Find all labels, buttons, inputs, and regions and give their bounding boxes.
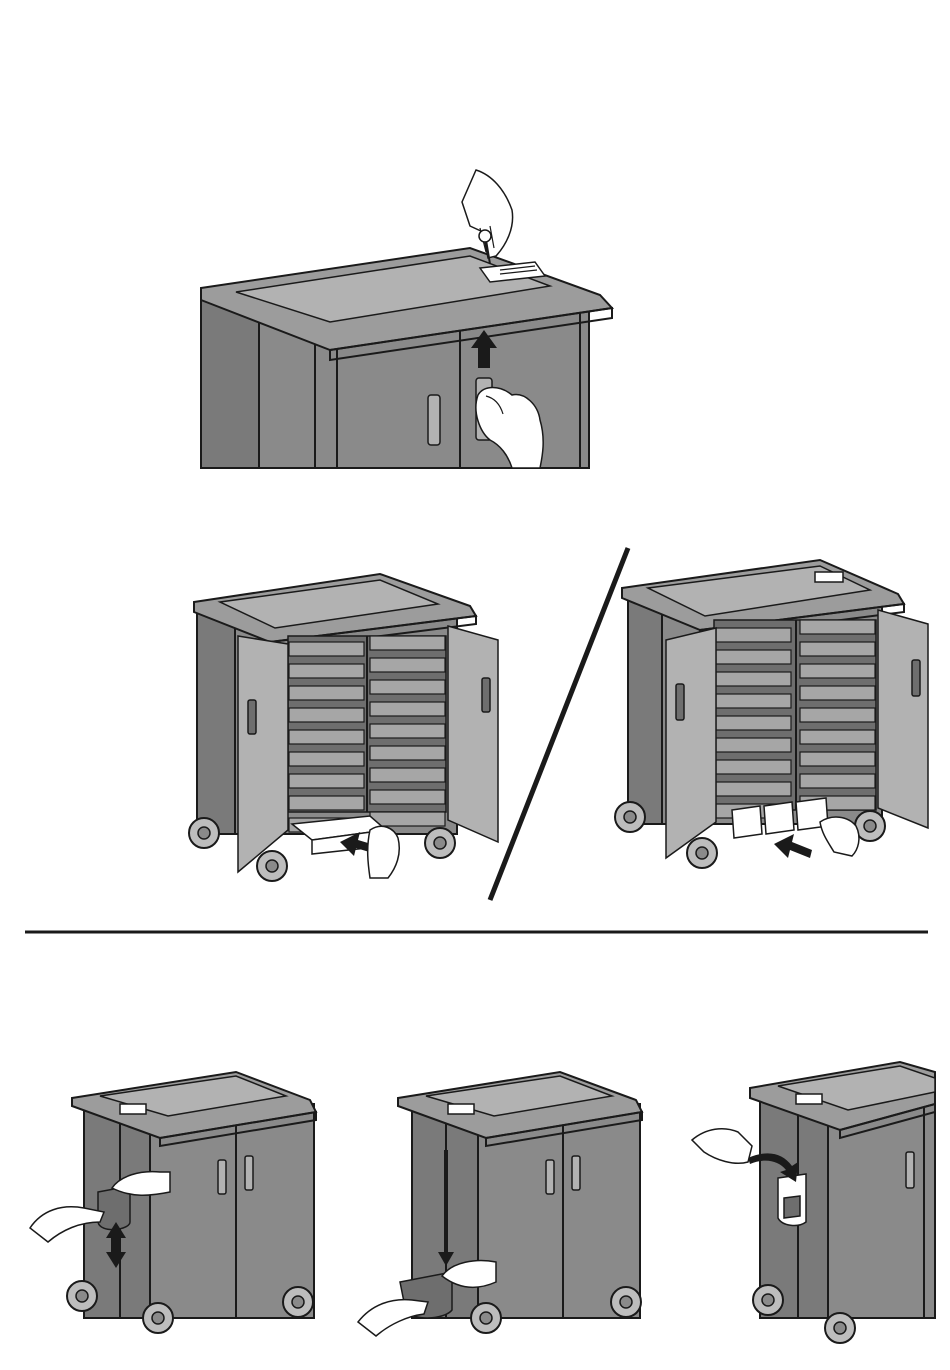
right-door <box>878 610 928 828</box>
panel-attach-holder <box>692 1062 935 1343</box>
cabinet-open-doors <box>615 560 928 868</box>
hand-icon <box>692 1129 752 1164</box>
panel-insert-tray-multiple <box>615 560 928 868</box>
panel-insert-tray-single <box>189 574 498 881</box>
cabinet-top-view <box>201 248 612 468</box>
separator-slash <box>490 548 628 900</box>
tray <box>732 806 762 838</box>
panel-unlock-door <box>201 170 612 468</box>
hand-icon <box>820 817 859 856</box>
left-door <box>238 636 288 872</box>
right-door <box>448 626 498 842</box>
tray <box>764 802 794 834</box>
panel-adjust-hook <box>30 1072 316 1333</box>
hand-icon <box>368 826 400 878</box>
left-arrow-icon <box>774 834 812 858</box>
panel-lower-hook <box>358 1072 642 1336</box>
door-handle <box>428 395 440 445</box>
cabinet-open-doors <box>189 574 498 881</box>
left-door <box>666 628 716 858</box>
